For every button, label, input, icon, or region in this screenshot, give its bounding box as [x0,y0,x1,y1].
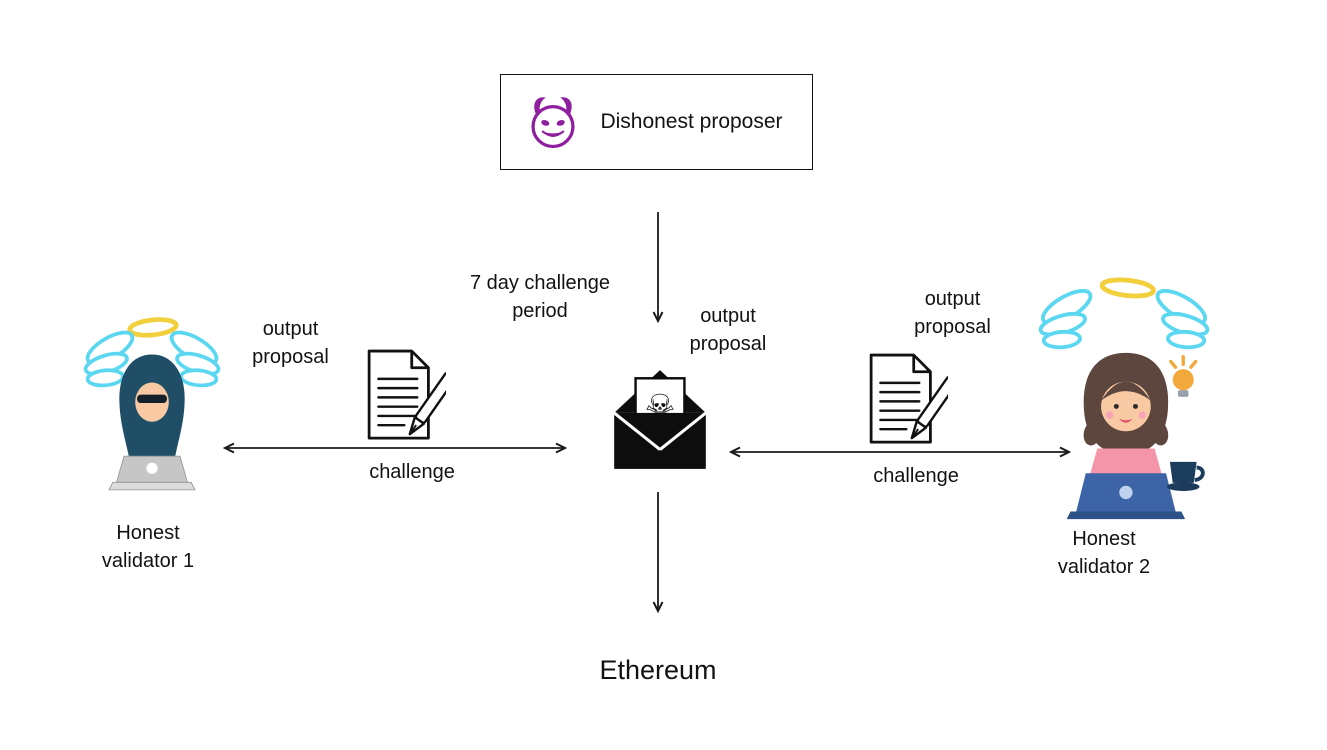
output-proposal-right-label: output proposal [914,288,991,338]
validator1-label: Honest validator 1 [101,522,195,572]
wings-icon [83,330,221,388]
sunglasses-icon [137,394,167,404]
angel-hacker-laptop-icon [83,317,221,491]
halo-icon [127,317,179,338]
lightbulb-icon [1169,355,1198,397]
challenge-left-label: challenge [369,461,455,483]
challenge-period-label: 7 day challenge period [469,272,611,322]
smile-icon [1119,418,1133,423]
output-proposal-center-label: output proposal [689,305,767,355]
halo-icon [1099,277,1156,299]
ethereum-label: Ethereum [599,655,717,685]
dishonest-proposer-node: Dishonest proposer [500,74,813,170]
skull-envelope-icon: ☠ [613,370,707,469]
coffee-cup-icon [1167,461,1205,491]
document-pen-icon [869,353,948,444]
face-icon [1101,381,1151,432]
challenge-right-label: challenge [873,465,959,487]
output-proposal-left-label: output proposal [252,318,329,368]
wings-icon [1038,288,1210,350]
angel-woman-laptop-icon [1038,277,1210,520]
devil-face-icon [531,97,575,149]
document-pen-icon [367,349,446,440]
validator2-label: Honest validator 2 [1057,528,1151,578]
proposer-label: Dishonest proposer [600,109,783,133]
